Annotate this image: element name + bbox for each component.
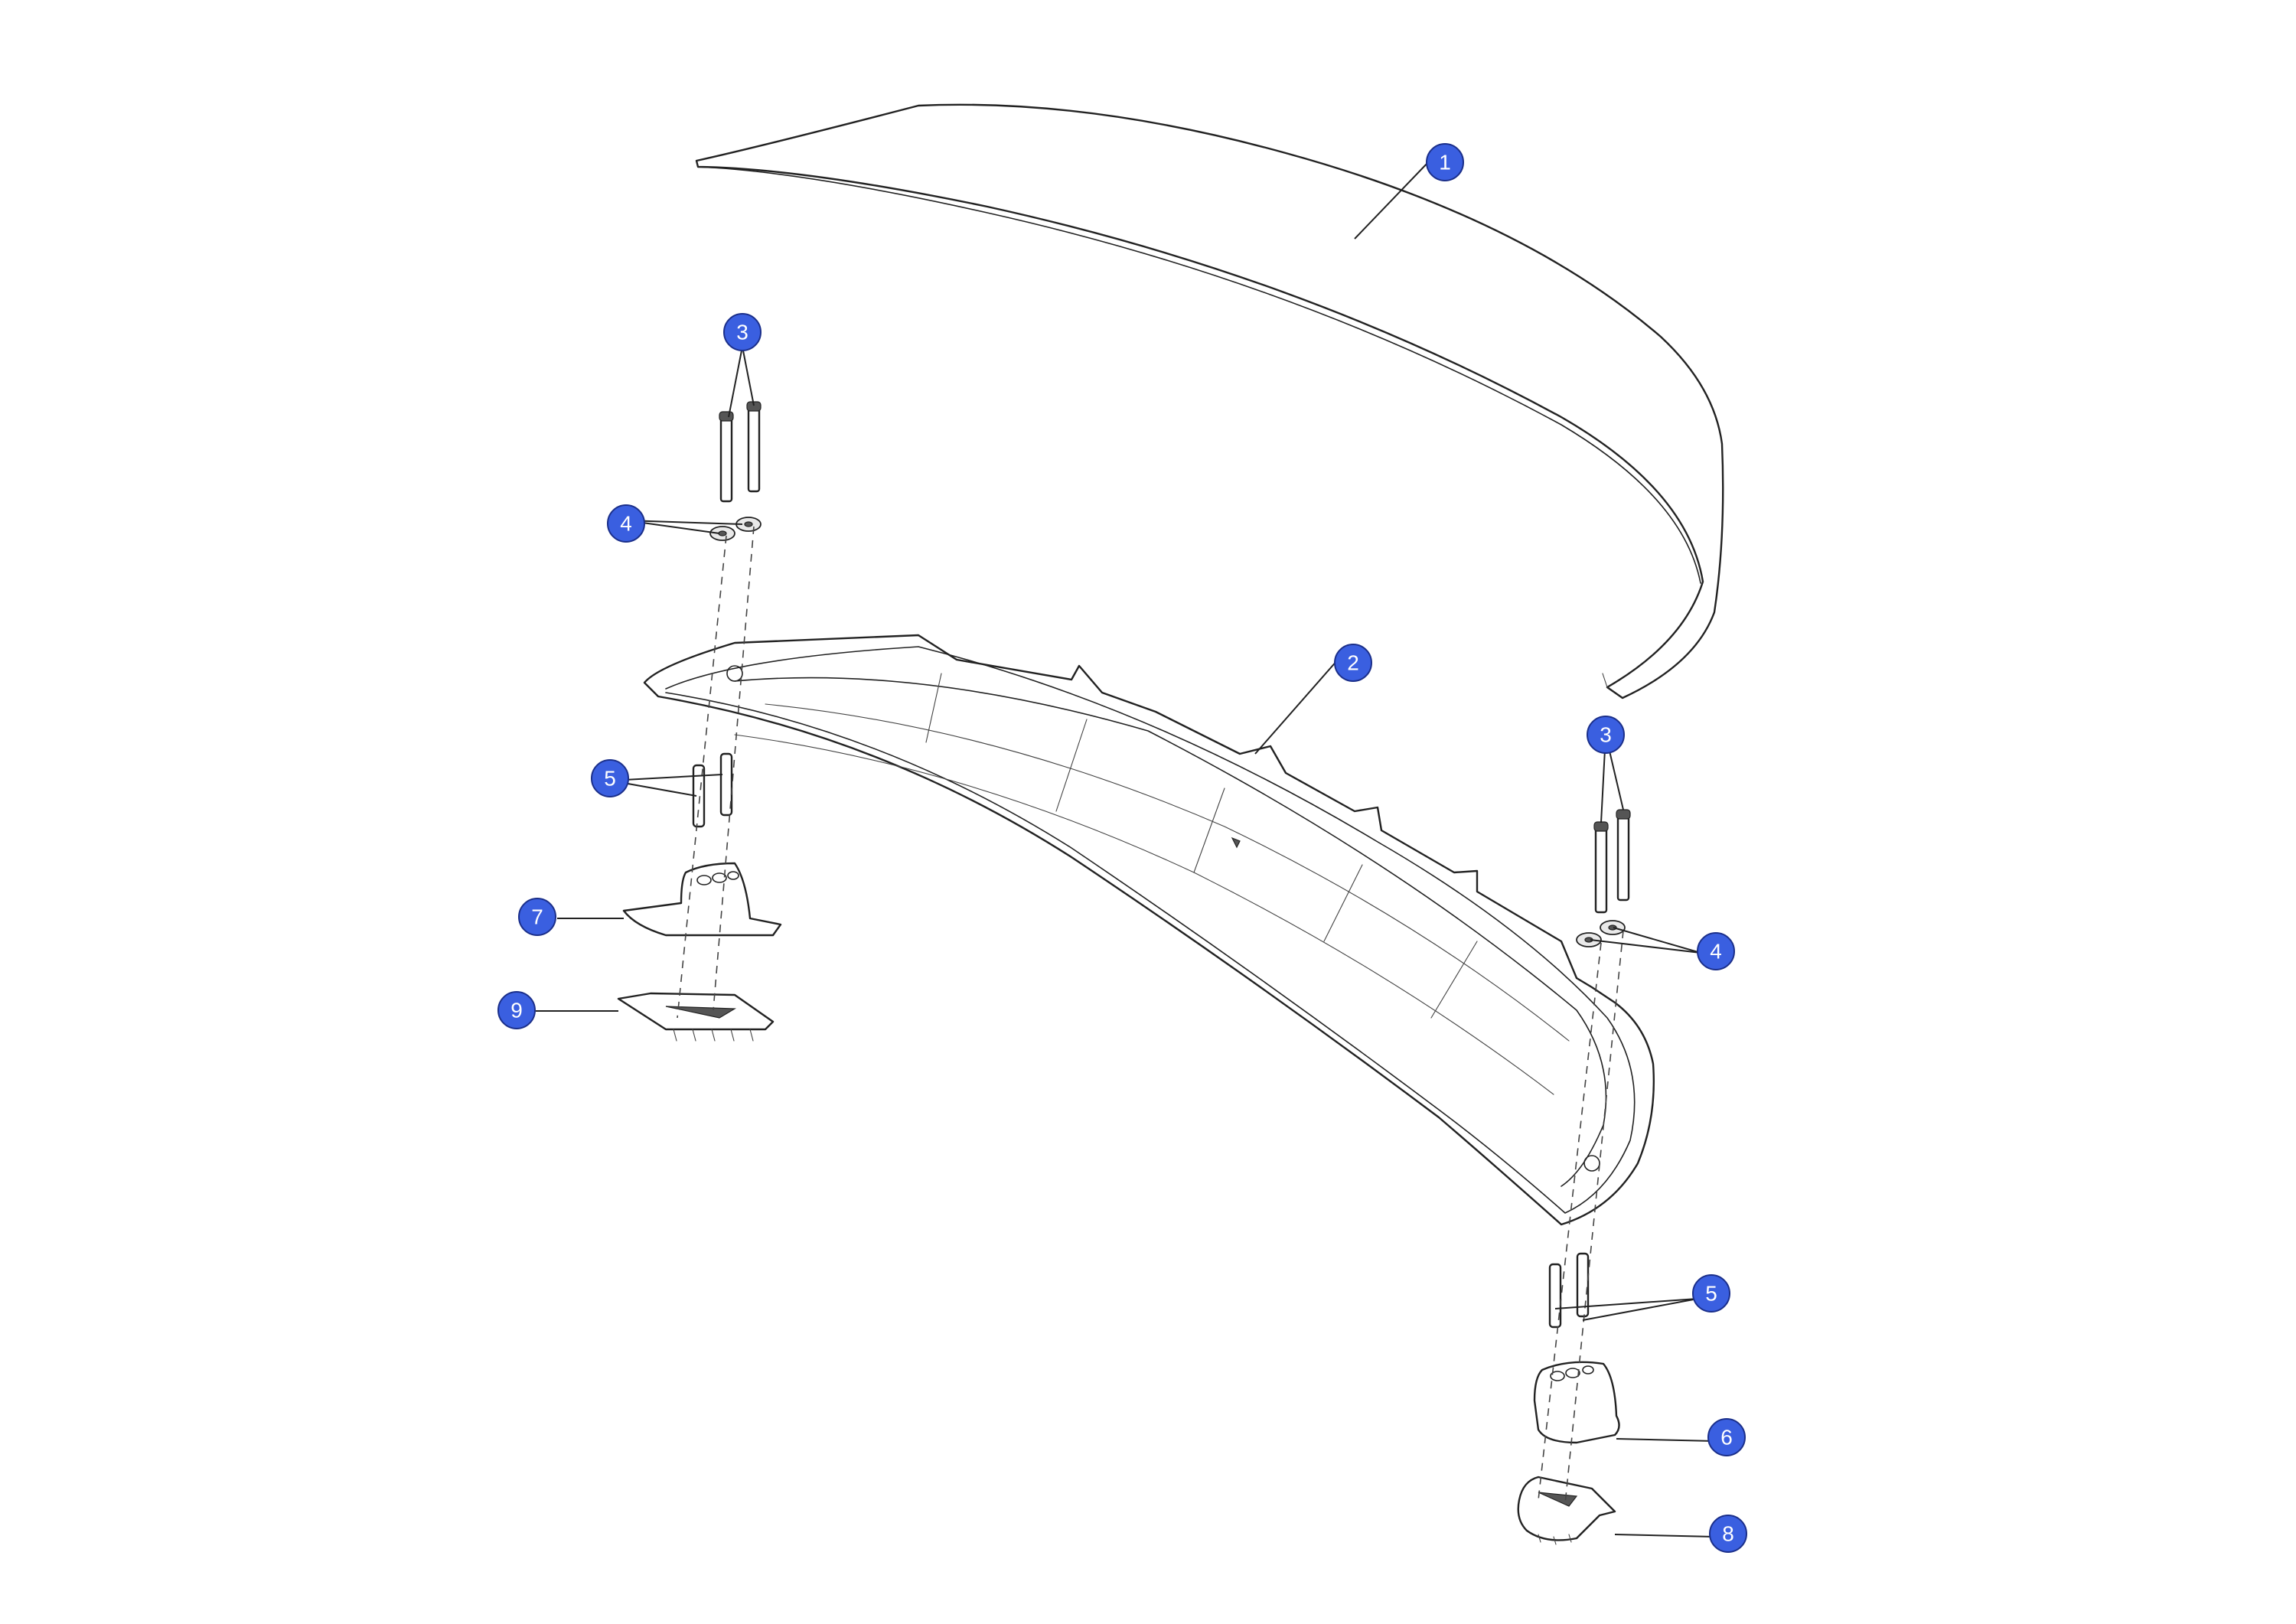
spoiler-base-frame (643, 634, 1655, 1226)
callout-9-label: 9 (510, 999, 523, 1022)
callout-5-left: 5 (591, 759, 629, 797)
callout-1-label: 1 (1439, 151, 1451, 174)
callout-4-left-label: 4 (620, 512, 632, 536)
callout-8: 8 (1709, 1515, 1747, 1553)
callout-1: 1 (1426, 143, 1464, 181)
bolt-pair-left (719, 401, 762, 503)
leader-lines (536, 160, 1715, 1538)
callout-7: 7 (518, 898, 556, 936)
bolt-pair-right (1593, 809, 1631, 914)
callout-4-right: 4 (1697, 932, 1735, 970)
washer-pair-right (1576, 920, 1626, 947)
callout-5-right-label: 5 (1705, 1282, 1717, 1306)
callout-3-left: 3 (723, 313, 762, 351)
callout-8-label: 8 (1722, 1522, 1734, 1546)
callout-9: 9 (497, 991, 536, 1029)
left-mounting-bracket (617, 992, 775, 1042)
assembly-axes (677, 526, 1624, 1505)
callout-3-right: 3 (1587, 716, 1625, 754)
right-mounting-pedestal (1533, 1361, 1620, 1444)
left-mounting-pedestal (622, 862, 782, 937)
callout-3-right-label: 3 (1600, 723, 1612, 747)
spacer-pair-right (1548, 1252, 1590, 1329)
spoiler-blade (695, 103, 1724, 699)
callout-4-right-label: 4 (1710, 940, 1722, 964)
callout-5-left-label: 5 (604, 767, 616, 791)
right-mounting-bracket (1517, 1476, 1616, 1545)
callout-4-left: 4 (607, 504, 645, 543)
spacer-pair-left (692, 752, 733, 828)
callout-2-label: 2 (1347, 651, 1359, 675)
callout-7-label: 7 (531, 905, 543, 929)
callout-3-left-label: 3 (736, 321, 748, 344)
callout-6-label: 6 (1720, 1426, 1733, 1450)
callout-6: 6 (1707, 1418, 1746, 1456)
callout-5-right: 5 (1692, 1274, 1730, 1313)
callout-2: 2 (1334, 644, 1372, 682)
